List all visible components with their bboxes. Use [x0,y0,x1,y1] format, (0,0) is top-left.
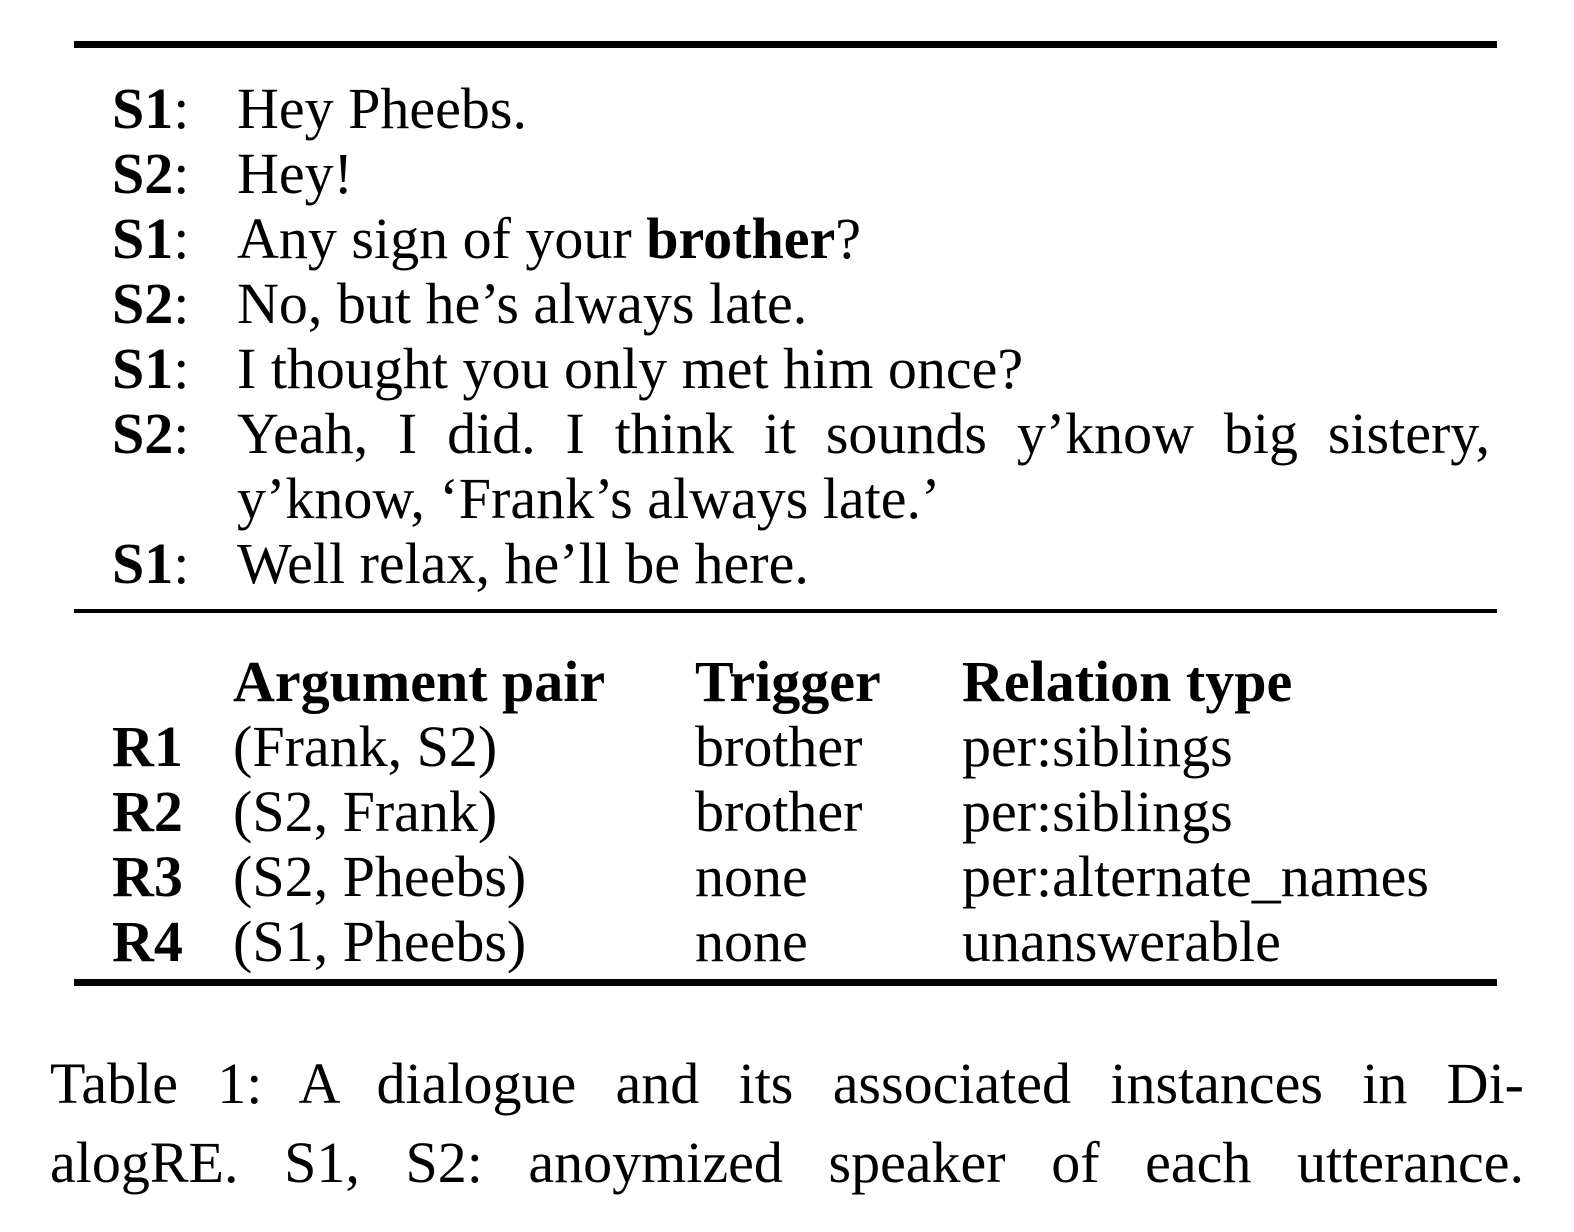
dialogue-line: S1: Hey Pheebs. [112,76,1490,141]
row-id: R3 [112,844,183,909]
table-row: R2 (S2, Frank) brother per:siblings [112,779,1490,844]
utterance-text: No, but he’s always late. [237,271,808,336]
trigger-word-brother: brother [646,206,836,271]
relation-type-value: per:siblings [962,714,1233,779]
dialogue-line: S1: I thought you only met him once? [112,336,1490,401]
table-top-rule [74,41,1497,48]
table-mid-rule [74,609,1497,613]
utterance-text: Any sign of your brother? [237,206,861,271]
dialogue-line: S2: No, but he’s always late. [112,271,1490,336]
speaker-label: S1: [112,206,190,271]
table-bottom-rule [74,979,1497,986]
trigger-value: brother [695,779,863,844]
trigger-value: none [695,909,808,974]
dialogue-line: S1: Well relax, he’ll be here. [112,531,1490,596]
relation-type-value: per:alternate_names [962,844,1429,909]
argument-pair: (S2, Pheebs) [233,844,527,909]
speaker-label-empty [112,466,237,531]
dialogue-section: S1: Hey Pheebs. S2: Hey! S1: Any sign of… [112,76,1490,596]
dialogue-line: S1: Any sign of your brother? [112,206,1490,271]
dialogue-line: S2: Yeah, I did. I think it sounds y’kno… [112,401,1490,466]
utterance-text: Hey Pheebs. [237,76,527,141]
trigger-value: none [695,844,808,909]
utterance-text: Yeah, I did. I think it sounds y’know bi… [237,401,1490,466]
caption-line-1: Table 1: A dialogue and its associated i… [50,1051,1524,1116]
utterance-text: y’know, ‘Frank’s always late.’ [237,466,941,531]
trigger-header: Trigger [695,649,881,714]
row-id: R2 [112,779,183,844]
argument-pair: (S2, Frank) [233,779,498,844]
relation-type-header: Relation type [962,649,1293,714]
row-id-column-header [112,649,233,714]
relation-type-value: unanswerable [962,909,1281,974]
table-row: R1 (Frank, S2) brother per:siblings [112,714,1490,779]
argument-pair: (Frank, S2) [233,714,498,779]
speaker-label: S1: [112,336,190,401]
utterance-text: I thought you only met him once? [237,336,1024,401]
speaker-label: S1: [112,531,190,596]
speaker-label: S2: [112,401,190,466]
speaker-label: S2: [112,141,190,206]
dialogue-line: S2: Hey! [112,141,1490,206]
table-row: R3 (S2, Pheebs) none per:alternate_names [112,844,1490,909]
argument-pair: (S1, Pheebs) [233,909,527,974]
table-row: R4 (S1, Pheebs) none unanswerable [112,909,1490,974]
relation-type-value: per:siblings [962,779,1233,844]
table-caption: Table 1: A dialogue and its associated i… [50,1044,1524,1202]
relation-table: Argument pair Trigger Relation type R1 (… [112,649,1490,974]
caption-line-2: alogRE. S1, S2: anoymized speaker of eac… [50,1130,1524,1195]
speaker-label: S1: [112,76,190,141]
speaker-label: S2: [112,271,190,336]
trigger-value: brother [695,714,863,779]
argument-pair-header: Argument pair [233,649,606,714]
utterance-text: Well relax, he’ll be here. [237,531,809,596]
relation-table-header: Argument pair Trigger Relation type [112,649,1490,714]
utterance-text: Hey! [237,141,353,206]
dialogue-line-continuation: y’know, ‘Frank’s always late.’ [112,466,1490,531]
row-id: R4 [112,909,183,974]
row-id: R1 [112,714,183,779]
